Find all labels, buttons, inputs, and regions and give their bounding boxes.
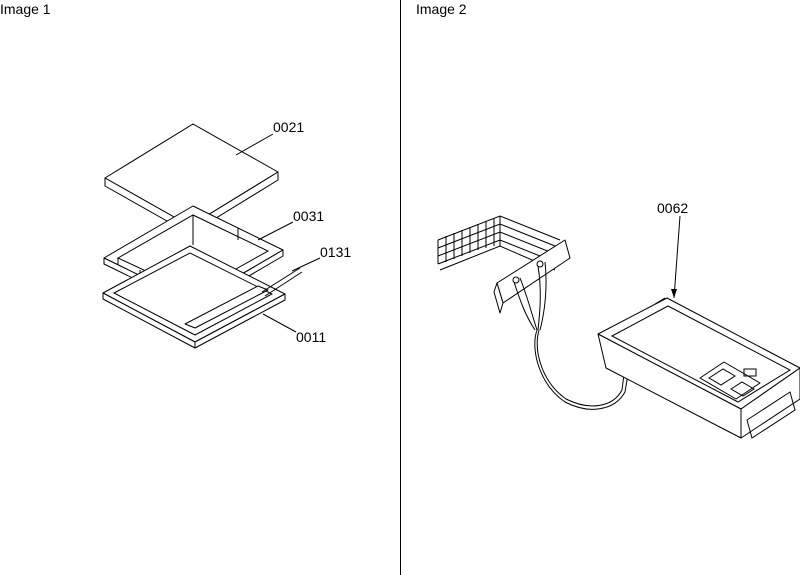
callout-0062: 0062 bbox=[657, 200, 688, 299]
callout-0011: 0011 bbox=[262, 313, 326, 345]
panel-2-title: Image 2 bbox=[416, 1, 467, 17]
callout-0131-label: 0131 bbox=[320, 244, 351, 260]
callout-0062-label: 0062 bbox=[657, 200, 688, 216]
callout-0031-label: 0031 bbox=[293, 208, 324, 224]
panel-1-title: Image 1 bbox=[0, 1, 51, 17]
panel-divider bbox=[400, 0, 401, 575]
wire-harness bbox=[513, 261, 629, 410]
callout-0021: 0021 bbox=[235, 119, 304, 156]
mounting-plate bbox=[493, 239, 571, 314]
callout-0031: 0031 bbox=[257, 208, 324, 241]
rod bbox=[261, 267, 303, 297]
base-tray bbox=[102, 245, 286, 349]
callout-0011-label: 0011 bbox=[296, 329, 326, 345]
callout-0021-label: 0021 bbox=[273, 119, 304, 135]
control-box bbox=[597, 297, 800, 439]
callout-0131: 0131 bbox=[291, 244, 351, 272]
